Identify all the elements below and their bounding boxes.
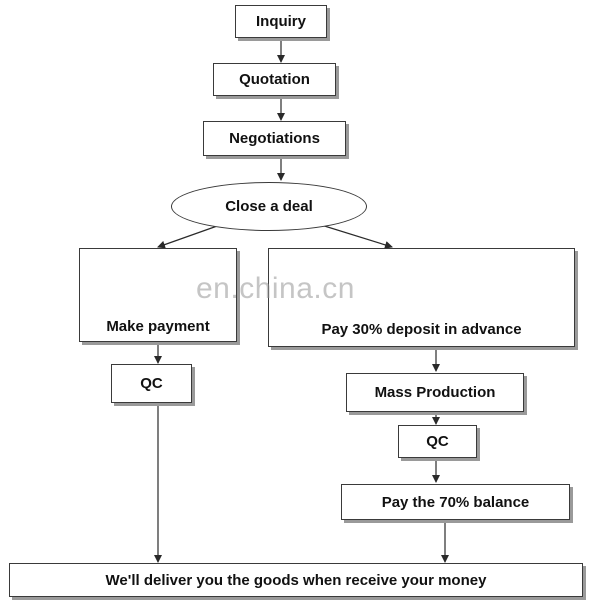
arrow-close-deal-to-right-branch: [317, 223, 393, 249]
negotiations-box: Negotiations: [203, 121, 346, 156]
inquiry-box: Inquiry: [235, 5, 327, 38]
pay-balance-label: Pay the 70% balance: [381, 493, 530, 511]
qc-right-label: QC: [426, 433, 449, 450]
pay-balance-box: Pay the 70% balance: [341, 484, 570, 520]
pay-deposit-box: Pay 30% deposit in advance: [268, 248, 575, 347]
watermark-text: en.china.cn: [196, 272, 355, 305]
delivery-label: We'll deliver you the goods when receive…: [105, 571, 487, 589]
pay-deposit-label: Pay 30% deposit in advance: [321, 321, 522, 338]
arrow-close-deal-to-left-branch: [157, 224, 221, 249]
mass-production-label: Mass Production: [374, 384, 496, 401]
make-payment-box: Make payment: [79, 248, 237, 342]
quotation-box: Quotation: [213, 63, 336, 96]
delivery-box: We'll deliver you the goods when receive…: [9, 563, 583, 597]
qc-left-box: QC: [111, 364, 192, 403]
qc-left-label: QC: [140, 375, 163, 392]
make-payment-label: Make payment: [106, 318, 210, 335]
quotation-label: Quotation: [239, 71, 310, 88]
close-deal-ellipse: Close a deal: [171, 182, 367, 231]
close-deal-label: Close a deal: [225, 198, 313, 215]
inquiry-label: Inquiry: [255, 13, 306, 30]
negotiations-label: Negotiations: [229, 130, 320, 147]
qc-right-box: QC: [398, 425, 477, 458]
mass-production-box: Mass Production: [346, 373, 524, 412]
